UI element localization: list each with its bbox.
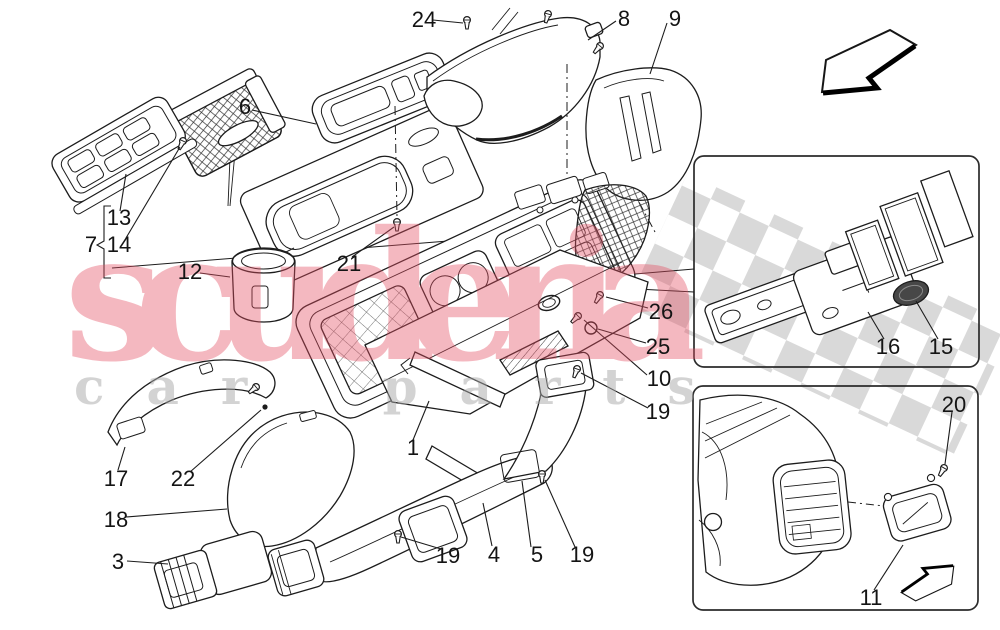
callout-20: 20 bbox=[941, 392, 967, 417]
callout-15: 15 bbox=[928, 334, 954, 359]
callout-11: 11 bbox=[859, 585, 883, 610]
callout-26: 26 bbox=[648, 299, 674, 324]
callout-19b: 19 bbox=[435, 543, 461, 568]
part-vertical-duct bbox=[499, 351, 595, 483]
part-console-top-plate bbox=[239, 105, 484, 285]
part-front-duct bbox=[153, 530, 273, 610]
direction-arrow-down-left-icon bbox=[822, 30, 916, 93]
callout-13: 13 bbox=[106, 205, 132, 230]
callout-21: 21 bbox=[336, 251, 362, 276]
bracket-7 bbox=[95, 205, 111, 279]
callout-16: 16 bbox=[875, 334, 901, 359]
speaker-grille bbox=[892, 280, 930, 306]
leader-lines bbox=[95, 19, 953, 591]
callout-14: 14 bbox=[106, 232, 132, 257]
screw-icon bbox=[462, 15, 472, 30]
callout-5: 5 bbox=[530, 542, 544, 567]
inset-rear-carpet-parts bbox=[704, 169, 974, 344]
callout-25: 25 bbox=[645, 334, 671, 359]
callout-9: 9 bbox=[668, 6, 682, 31]
inset-box-rear-carpet bbox=[693, 155, 980, 368]
part-long-duct bbox=[267, 454, 553, 597]
callout-18: 18 bbox=[103, 507, 129, 532]
part-cupholder bbox=[231, 247, 296, 323]
part-storage-tray bbox=[51, 68, 286, 215]
callout-24: 24 bbox=[411, 7, 437, 32]
callout-6: 6 bbox=[238, 94, 252, 119]
watermark-brand: scuderia bbox=[64, 192, 706, 401]
callout-19a: 19 bbox=[645, 399, 671, 424]
part-vent-bezel bbox=[882, 483, 952, 542]
callout-12: 12 bbox=[177, 259, 203, 284]
direction-arrow-up-right-icon bbox=[899, 564, 956, 603]
oring-icon bbox=[584, 321, 598, 335]
inset-box-rear-vent bbox=[692, 385, 979, 611]
callout-3: 3 bbox=[111, 549, 125, 574]
part-rear-cover bbox=[585, 67, 702, 201]
callout-1: 1 bbox=[406, 435, 420, 460]
part-console-body bbox=[295, 171, 651, 504]
callout-4: 4 bbox=[487, 542, 501, 567]
callout-7: 7 bbox=[84, 232, 98, 257]
watermark-tagline: car parts bbox=[74, 357, 738, 416]
screw-icon bbox=[935, 462, 950, 479]
part-side-panel bbox=[226, 410, 355, 548]
fastener-cluster bbox=[568, 289, 606, 335]
callout-8: 8 bbox=[617, 6, 631, 31]
inset-rear-vent-parts bbox=[697, 394, 952, 586]
callout-10: 10 bbox=[646, 366, 672, 391]
part-side-trim-left bbox=[107, 359, 276, 447]
callout-19c: 19 bbox=[569, 542, 595, 567]
callout-22: 22 bbox=[170, 466, 196, 491]
part-armrest-lid bbox=[423, 9, 606, 144]
callout-17: 17 bbox=[103, 466, 129, 491]
